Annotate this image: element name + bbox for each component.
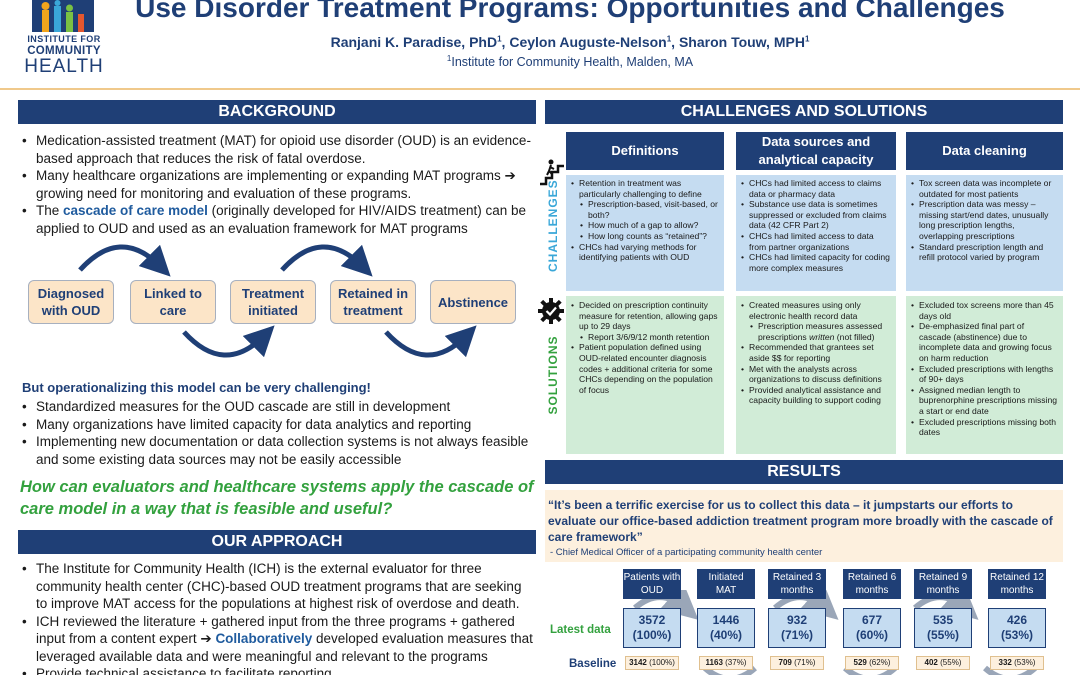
column-definitions: Definitions — [566, 132, 724, 170]
result-baseline-value: 332 (53%) — [990, 656, 1044, 670]
result-baseline-value: 402 (55%) — [916, 656, 970, 670]
result-baseline-value: 529 (62%) — [845, 656, 899, 670]
row-label-latest: Latest data — [550, 624, 611, 636]
result-latest-value: 1446(40%) — [697, 608, 755, 648]
research-question: How can evaluators and healthcare system… — [20, 478, 534, 518]
cascade-step-initiated: Treatment initiated — [230, 280, 316, 324]
quote-box — [545, 490, 1063, 562]
background-bullet: Many healthcare organizations are implem… — [20, 167, 535, 202]
column-data-sources: Data sources and analytical capacity — [736, 132, 896, 170]
challenge-cell-data-sources: CHCs had limited access to claims data o… — [736, 175, 896, 291]
result-column-header: Initiated MAT — [697, 569, 755, 599]
gear-check-icon — [538, 298, 564, 324]
result-latest-value: 932(71%) — [768, 608, 826, 648]
cascade-step-abstinence: Abstinence — [430, 280, 516, 324]
cascade-arrows — [78, 244, 477, 358]
background-bullets: Medication-assisted treatment (MAT) for … — [20, 132, 535, 237]
result-baseline-value: 1163 (37%) — [699, 656, 753, 670]
challenge-cell-data-cleaning: Tox screen data was incomplete or outdat… — [906, 175, 1063, 291]
poster-title: Use Disorder Treatment Programs: Opportu… — [135, 0, 1005, 23]
cascade-step-retained: Retained in treatment — [330, 280, 416, 324]
approach-bullet: ICH reviewed the literature + gathered i… — [20, 613, 535, 666]
row-label-baseline: Baseline — [569, 658, 617, 670]
logo-line-1: INSTITUTE FOR — [27, 34, 101, 44]
approach-bullet: The Institute for Community Health (ICH)… — [20, 560, 535, 613]
result-column-header: Retained 6 months — [843, 569, 901, 599]
result-column-header: Retained 3 months — [768, 569, 826, 599]
cascade-step-diagnosed: Diagnosed with OUD — [28, 280, 114, 324]
results-quote: “It’s been a terrific exercise for us to… — [548, 498, 1053, 544]
result-baseline-value: 709 (71%) — [770, 656, 824, 670]
author-2: Ceylon Auguste-Nelson — [509, 34, 667, 50]
result-latest-value: 677(60%) — [843, 608, 901, 648]
logo-line-2: COMMUNITY — [27, 45, 101, 57]
approach-bullets: The Institute for Community Health (ICH)… — [20, 560, 535, 675]
cascade-arrow-bottom-2 — [384, 325, 477, 358]
column-data-cleaning: Data cleaning — [906, 132, 1063, 170]
cascade-step-linked: Linked to care — [130, 280, 216, 324]
background-bullet: Medication-assisted treatment (MAT) for … — [20, 132, 535, 167]
challenge-bullet: Standardized measures for the OUD cascad… — [20, 398, 535, 416]
challenges-heading: CHALLENGES AND SOLUTIONS — [545, 100, 1063, 124]
challenge-cell-definitions: Retention in treatment was particularly … — [566, 175, 724, 291]
affiliation: 1Institute for Community Health, Malden,… — [446, 53, 694, 69]
result-latest-value: 3572(100%) — [623, 608, 681, 648]
author-list: Ranjani K. Paradise, PhD1, Ceylon August… — [330, 34, 810, 50]
ich-logo: INSTITUTE FOR COMMUNITY HEALTH — [14, 0, 114, 80]
logo-figures-icon — [32, 0, 94, 32]
background-bullet: The cascade of care model (originally de… — [20, 202, 535, 237]
cascade-arrow-top-2 — [280, 244, 373, 277]
header-divider — [0, 88, 1080, 90]
author-3: Sharon Touw, MPH — [678, 34, 805, 50]
challenge-bullets: Standardized measures for the OUD cascad… — [20, 398, 535, 468]
stairs-climbing-icon — [540, 159, 564, 186]
challenge-bullet: Implementing new documentation or data c… — [20, 433, 535, 468]
cascade-arrow-top-1 — [78, 244, 171, 277]
result-column-header: Patients with OUD — [623, 569, 681, 599]
solution-cell-definitions: Decided on prescription continuity measu… — [566, 296, 724, 454]
author-1: Ranjani K. Paradise, PhD — [330, 34, 498, 50]
solution-cell-data-sources: Created measures using only electronic h… — [736, 296, 896, 454]
background-heading: BACKGROUND — [18, 100, 536, 124]
arrow-right-icon: ➔ — [504, 168, 516, 183]
result-latest-value: 426(53%) — [988, 608, 1046, 648]
result-column-header: Retained 12 months — [988, 569, 1046, 599]
results-heading: RESULTS — [545, 460, 1063, 484]
quote-attribution: - Chief Medical Officer of a participati… — [550, 547, 823, 558]
approach-bullet: Provide technical assistance to facilita… — [20, 665, 535, 675]
challenge-bullet: Many organizations have limited capacity… — [20, 416, 535, 434]
logo-line-3: HEALTH — [24, 56, 104, 77]
row-label-challenges: CHALLENGES — [546, 179, 560, 272]
approach-heading: OUR APPROACH — [18, 530, 536, 554]
challenge-callout: But operationalizing this model can be v… — [22, 380, 371, 395]
cascade-model-highlight: cascade of care model — [63, 203, 208, 218]
cascade-arrow-bottom-1 — [182, 325, 275, 358]
result-column-header: Retained 9 months — [914, 569, 972, 599]
arrow-right-icon: ➔ — [200, 631, 212, 646]
result-baseline-value: 3142 (100%) — [625, 656, 679, 670]
solution-cell-data-cleaning: Excluded tox screens more than 45 days o… — [906, 296, 1063, 454]
row-label-solutions: SOLUTIONS — [546, 335, 560, 415]
result-latest-value: 535(55%) — [914, 608, 972, 648]
